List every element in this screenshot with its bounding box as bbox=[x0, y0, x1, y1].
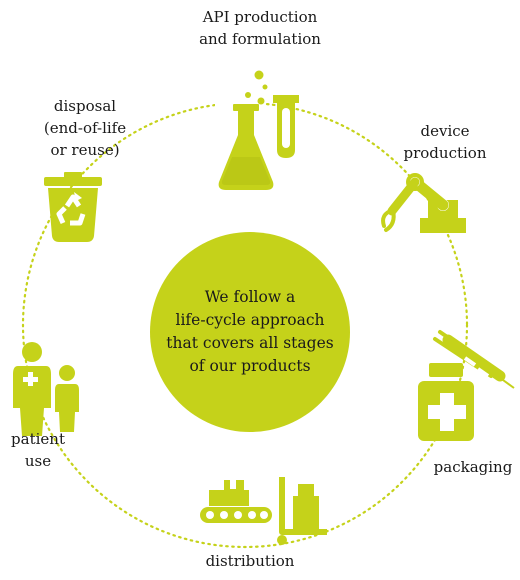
stage-label-distribution: distribution bbox=[195, 550, 305, 572]
center-message-line1: We follow a bbox=[204, 288, 296, 306]
stage-label-disposal: disposal (end-of-life or reuse) bbox=[30, 95, 140, 161]
stage-label-patient: patient use bbox=[0, 428, 76, 472]
stage-label-packaging: packaging bbox=[428, 456, 518, 478]
patients-icon bbox=[13, 342, 79, 436]
stage-label-patient-line1: patient bbox=[11, 430, 65, 448]
center-circle bbox=[150, 232, 350, 432]
stage-label-disposal-line1: disposal bbox=[53, 97, 117, 115]
stage-label-device-line1: device bbox=[420, 122, 470, 140]
stage-label-api: API production and formulation bbox=[180, 6, 340, 50]
stage-label-device: device production bbox=[400, 120, 490, 164]
robotic-arm-icon bbox=[381, 173, 466, 233]
conveyor-hand-truck-icon bbox=[200, 477, 327, 545]
stage-label-disposal-line2: (end-of-life bbox=[43, 119, 127, 137]
center-message-line4: of our products bbox=[189, 357, 311, 375]
stage-label-distribution-line1: distribution bbox=[205, 552, 295, 570]
stage-label-packaging-line1: packaging bbox=[433, 458, 513, 476]
stage-label-device-line2: production bbox=[403, 144, 487, 162]
stage-label-disposal-line3: or reuse) bbox=[50, 141, 120, 159]
stage-label-api-line2: and formulation bbox=[199, 30, 321, 48]
center-message-line3: that covers all stages bbox=[166, 334, 334, 352]
center-message: We follow a life-cycle approach that cov… bbox=[150, 232, 350, 432]
stage-label-api-line1: API production bbox=[202, 8, 318, 26]
medicine-bottle-syringe-icon bbox=[418, 330, 515, 441]
lab-flask-test-tube-icon bbox=[215, 70, 299, 190]
center-message-line2: life-cycle approach bbox=[175, 311, 325, 329]
recycle-bin-icon bbox=[44, 172, 102, 242]
stage-label-patient-line2: use bbox=[24, 452, 52, 470]
